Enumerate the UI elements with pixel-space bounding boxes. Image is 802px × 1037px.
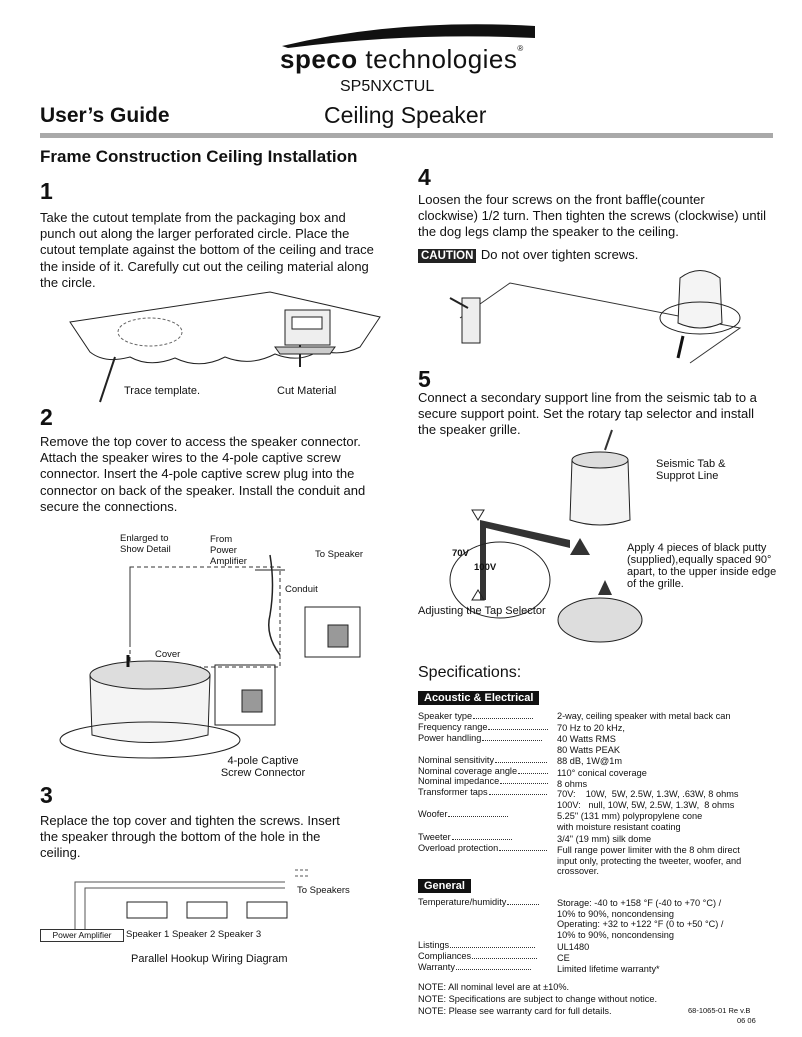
spec-value: Limited lifetime warranty*	[557, 964, 660, 974]
spec-value: UL1480	[557, 942, 590, 952]
doc-date: 06 06	[737, 1016, 756, 1025]
caution-badge: CAUTION	[418, 249, 477, 263]
doc-id: 68-1065-01 Re v.B	[688, 1006, 751, 1015]
step-3-number: 3	[40, 782, 53, 808]
model-number: SP5NXCTUL	[340, 78, 435, 95]
spec-label: Compliances	[418, 951, 548, 962]
logo-swoosh	[282, 24, 535, 48]
spec-label: Temperature/humidity	[418, 897, 548, 908]
spec-value: 5.25" (131 mm) polypropylene cone with m…	[557, 811, 703, 832]
caption-cut-material: Cut Material	[277, 385, 337, 397]
spec-label: Woofer	[418, 809, 548, 820]
spec-label: Listings	[418, 940, 548, 951]
spec-value: 70 Hz to 20 kHz,	[557, 723, 625, 733]
caution-text: Do not over tighten screws.	[480, 247, 639, 262]
spec-value: CE	[557, 953, 570, 963]
header-divider	[40, 133, 773, 138]
caption-conduit: Conduit	[285, 584, 318, 595]
caption-to-speaker: To Speaker	[315, 549, 364, 560]
spec-value: Storage: -40 to +158 °F (-40 to +70 °C) …	[557, 898, 724, 941]
spec-note: NOTE: Specifications are subject to chan…	[418, 994, 658, 1004]
step-1-text: Take the cutout template from the packag…	[40, 210, 374, 290]
step-5-text: Connect a secondary support line from th…	[418, 390, 757, 438]
general-badge-label: General	[418, 879, 471, 893]
caption-to-speakers: To Speakers	[297, 885, 350, 896]
spec-label: Nominal sensitivity	[418, 755, 548, 766]
spec-value: 2-way, ceiling speaker with metal back c…	[557, 711, 731, 721]
caption-tap-selector: Adjusting the Tap Selector	[418, 605, 546, 617]
spec-value: Full range power limiter with the 8 ohm …	[557, 845, 742, 877]
section-title: Frame Construction Ceiling Installation	[40, 147, 358, 166]
acoustic-badge-label: Acoustic & Electrical	[418, 691, 540, 705]
step-2-illustration	[59, 554, 361, 759]
caption-trace-template: Trace template.	[124, 385, 201, 397]
product-title: Ceiling Speaker	[324, 102, 487, 128]
guide-title: User’s Guide	[40, 104, 170, 127]
spec-note: NOTE: Please see warranty card for full …	[418, 1006, 612, 1016]
caption-cover: Cover	[155, 649, 181, 660]
spec-value: 70V: 10W, 5W, 2.5W, 1.3W, .63W, 8 ohms 1…	[557, 789, 739, 810]
spec-label: Nominal impedance	[418, 776, 548, 787]
caption-speakers: Speaker 1 Speaker 2 Speaker 3	[126, 929, 262, 940]
spec-label: Overload protection	[418, 843, 548, 854]
spec-label: Tweeter	[418, 832, 548, 843]
spec-value: 3/4" (19 mm) silk dome	[557, 834, 652, 844]
step-5-number: 5	[418, 366, 431, 392]
spec-note: NOTE: All nominal level are at ±10%.	[418, 982, 570, 992]
spec-value: 40 Watts RMS 80 Watts PEAK	[557, 734, 620, 755]
brand-logo: speco technologies®	[280, 44, 524, 74]
spec-label: Frequency range	[418, 722, 548, 733]
spec-label: Transformer taps	[418, 787, 548, 798]
caption-seismic-tab: Seismic Tab & Supprot Line	[656, 458, 726, 482]
step-4-illustration	[449, 270, 742, 364]
caption-putty: Apply 4 pieces of black putty (supplied)…	[627, 542, 777, 590]
spec-label: Power handling	[418, 733, 548, 744]
caption-from-amplifier: From Power Amplifier	[210, 534, 247, 567]
step-1-number: 1	[40, 178, 53, 204]
wiring-diagram	[74, 869, 310, 930]
specs-heading: Specifications:	[418, 664, 522, 681]
general-badge: General	[418, 876, 471, 894]
spec-value: 110° conical coverage	[557, 768, 647, 778]
tap-label-100v: 100V	[474, 562, 497, 573]
tap-label-70v: 70V	[452, 548, 469, 559]
step-2-number: 2	[40, 404, 53, 430]
caption-enlarged: Enlarged to Show Detail	[120, 533, 171, 555]
power-amplifier-box: Power Amplifier	[40, 929, 124, 942]
step-4-text: Loosen the four screws on the front baff…	[418, 192, 767, 240]
step-3-text: Replace the top cover and tighten the sc…	[40, 813, 340, 861]
step-4-number: 4	[418, 164, 431, 190]
spec-label: Speaker type	[418, 711, 548, 722]
step-1-illustration	[69, 291, 381, 403]
caption-wiring-diagram: Parallel Hookup Wiring Diagram	[131, 953, 288, 965]
acoustic-badge: Acoustic & Electrical	[418, 688, 540, 706]
caution-notice: CAUTION Do not over tighten screws.	[418, 246, 638, 264]
spec-label: Nominal coverage angle	[418, 766, 548, 777]
brand-bold: speco	[280, 44, 358, 74]
caption-connector: 4-pole Captive Screw Connector	[220, 755, 306, 779]
spec-value: 8 ohms	[557, 779, 588, 789]
step-5-illustration	[449, 429, 643, 643]
step-2-text: Remove the top cover to access the speak…	[40, 434, 366, 514]
spec-label: Warranty	[418, 962, 548, 973]
spec-value: 88 dB, 1W@1m	[557, 756, 622, 766]
brand-light: technologies	[365, 44, 518, 74]
